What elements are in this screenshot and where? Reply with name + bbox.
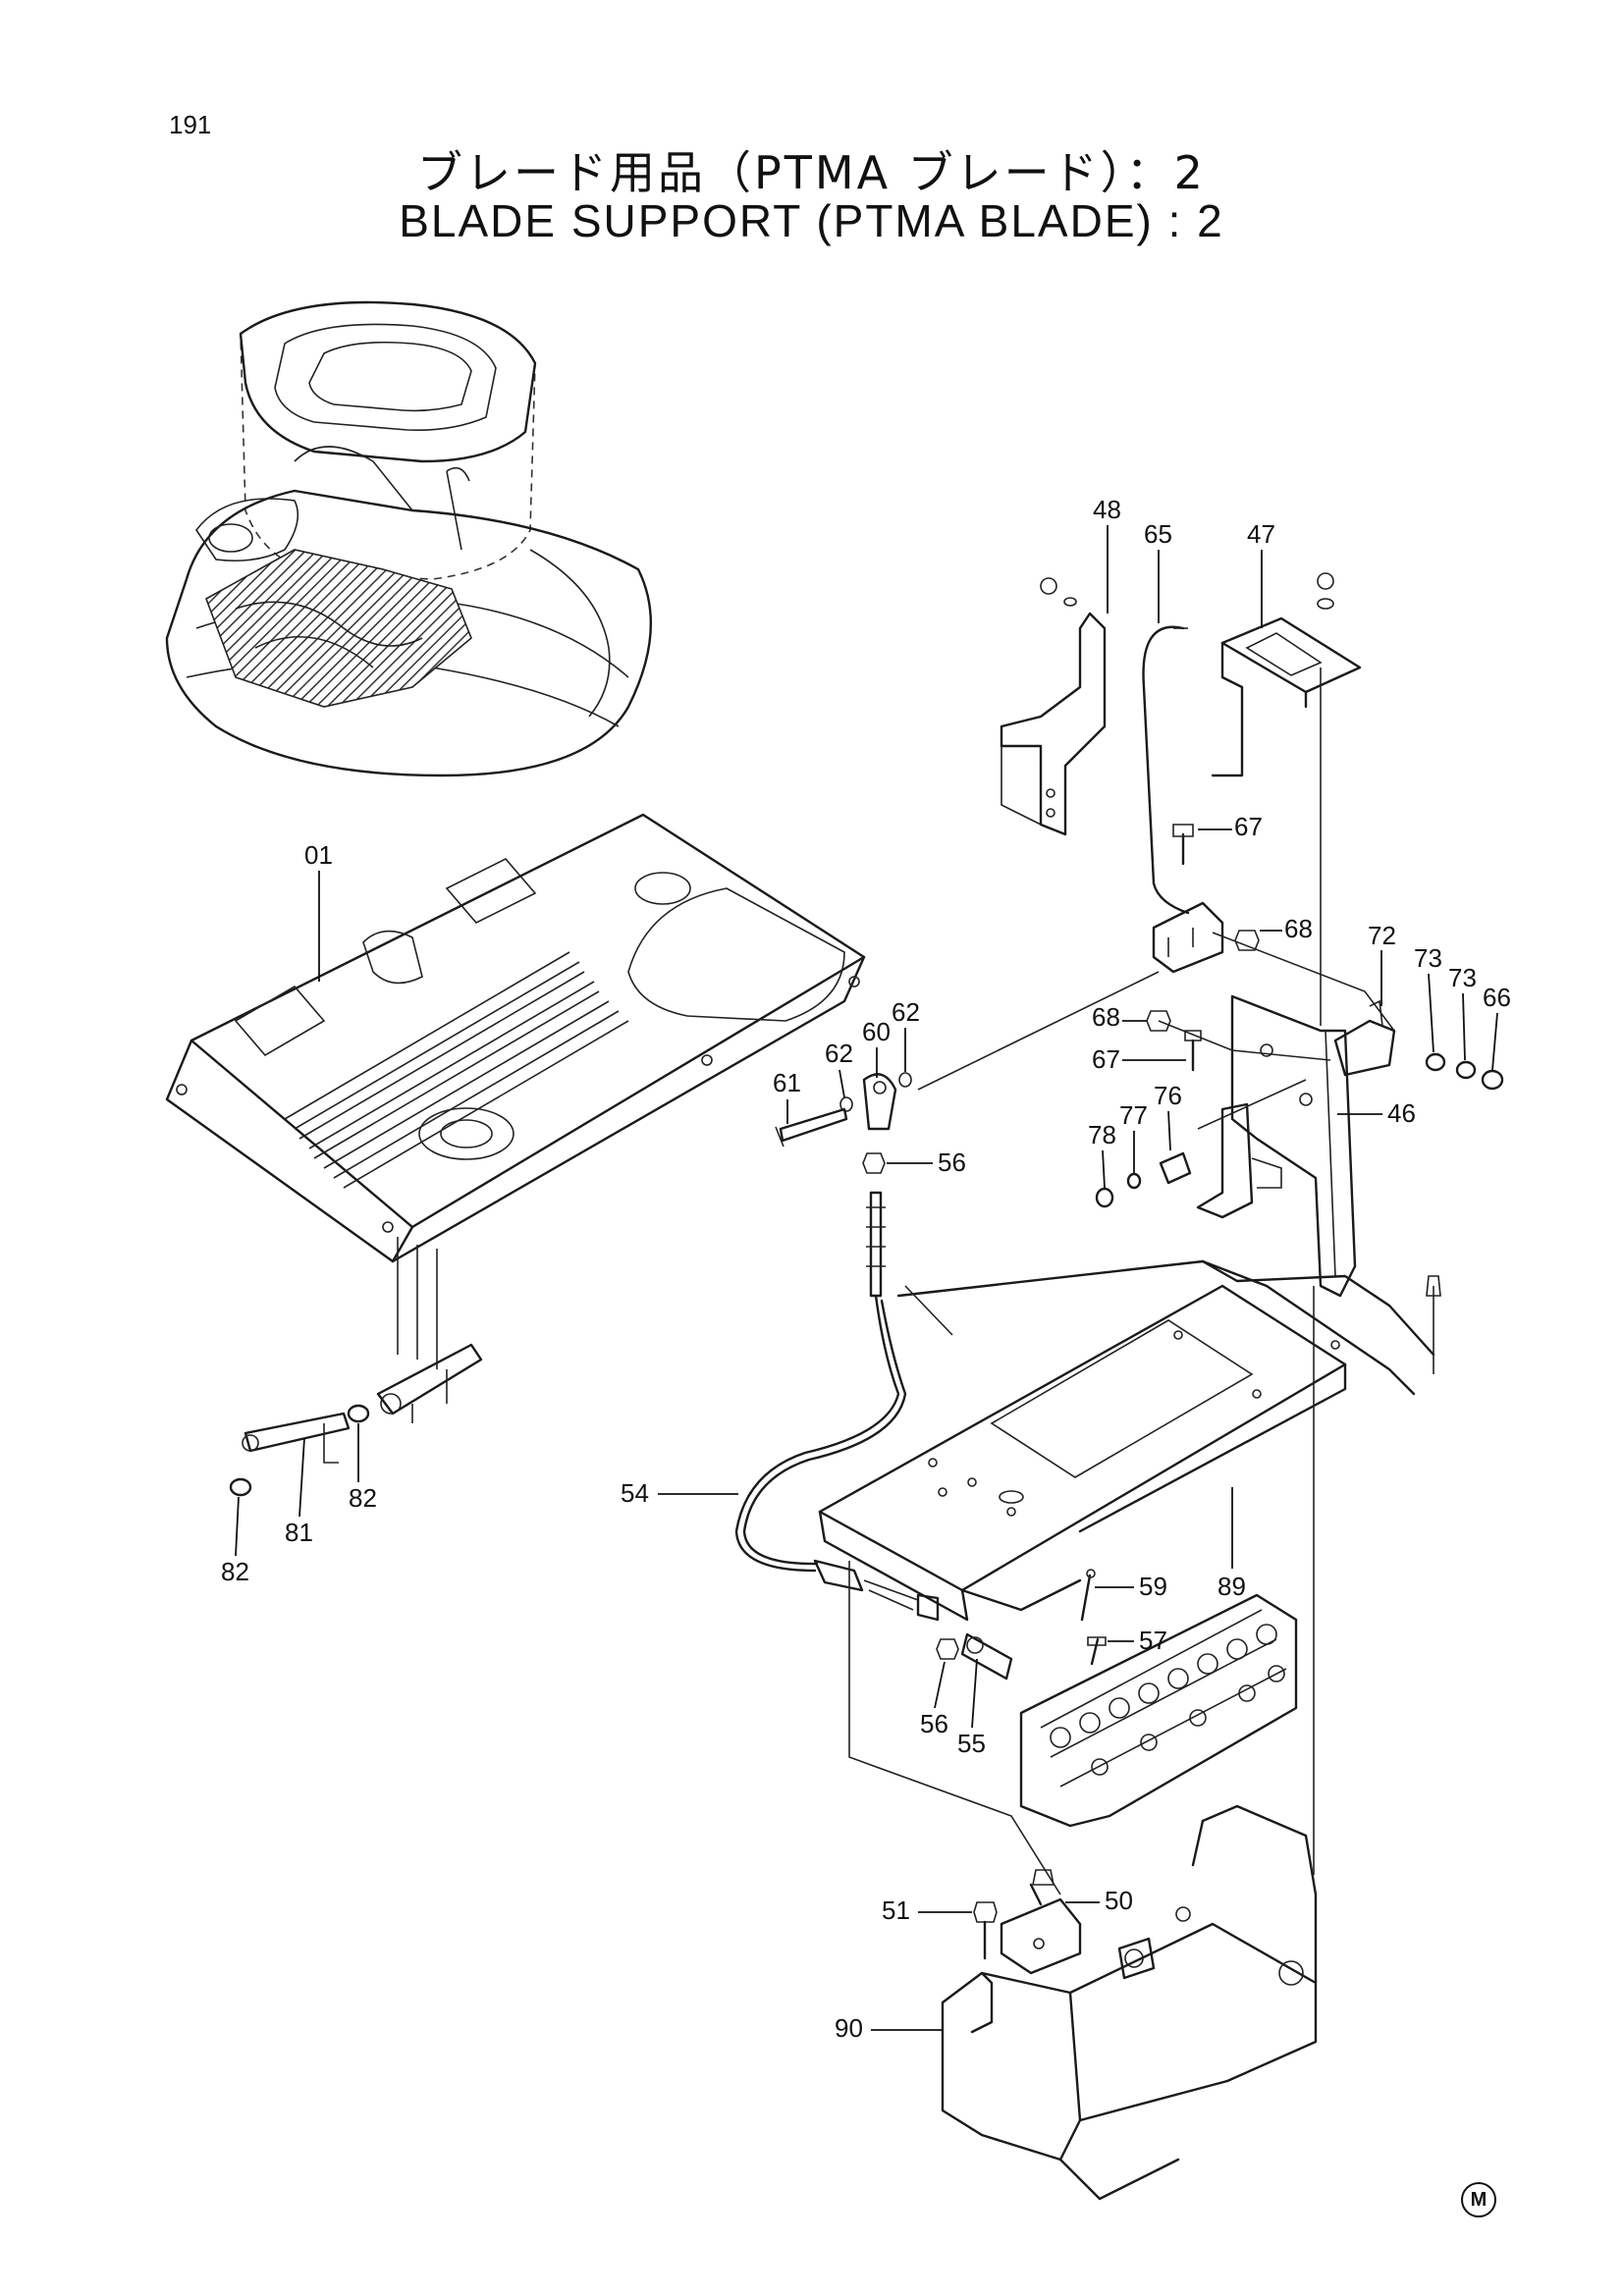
callout-65: 65 [1144,519,1172,549]
part-65-rod [1142,625,1190,915]
page-number: 191 [169,110,212,139]
part-76-77-78-small-parts [1095,1151,1192,1208]
part-59-55-57-56 [936,1569,1107,1681]
part-90-frame [941,1804,1318,2201]
part-01-cover-plate [165,813,866,1263]
callout-47: 47 [1247,519,1275,549]
callout-73-b: 73 [1448,963,1477,992]
callout-55: 55 [957,1729,986,1758]
callout-82-lower: 82 [221,1557,249,1586]
callout-61: 61 [773,1068,801,1097]
part-47-bracket [1211,572,1362,777]
control-valve-block [1019,1593,1298,1828]
callout-81: 81 [285,1518,313,1547]
callout-56-upper: 56 [938,1148,966,1177]
callout-54: 54 [621,1478,649,1508]
callout-72: 72 [1368,921,1396,950]
catalog-marker-m: M [1461,2182,1496,2217]
callout-50: 50 [1105,1886,1133,1915]
part-73-66-washers [1425,1052,1504,1091]
callout-01: 01 [304,840,333,870]
part-46-bracket [1196,994,1357,1298]
callout-66: 66 [1483,983,1511,1012]
callout-73-a: 73 [1414,943,1442,973]
callout-48: 48 [1093,495,1121,524]
page-title-english: BLADE SUPPORT (PTMA BLADE) : 2 [399,195,1224,246]
part-67-68-fasteners [1146,824,1260,1072]
part-81-82-link [229,1237,483,1497]
cab-seat-assembly [165,300,652,777]
explode-lines [848,667,1395,1896]
callout-89: 89 [1217,1572,1246,1601]
callout-82-upper: 82 [349,1483,377,1513]
callout-68-lower: 68 [1092,1002,1120,1032]
part-54-cable [734,1191,940,1622]
callout-78: 78 [1088,1120,1116,1149]
callout-67-upper: 67 [1234,812,1263,841]
support-plate [896,1259,1441,1396]
part-89-plate [818,1284,1347,1622]
callout-62-right: 62 [892,997,920,1027]
part-60-rod-end [775,1072,912,1174]
callout-57: 57 [1139,1626,1167,1655]
part-72-fitting [1333,999,1396,1077]
callout-90: 90 [835,2013,863,2043]
callout-77: 77 [1119,1100,1148,1130]
callout-76: 76 [1154,1081,1182,1110]
callout-68-upper: 68 [1284,914,1313,943]
page-title-japanese: ブレード用品（PTMA ブレード）：2 [417,146,1206,199]
callout-67-lower: 67 [1092,1044,1120,1074]
part-48-bracket [1000,577,1107,836]
callouts: 48 65 47 67 68 72 73 73 66 01 62 60 62 6… [221,495,1511,2043]
callout-46: 46 [1387,1098,1416,1128]
callout-62-left: 62 [825,1039,853,1068]
clamp-block [1152,901,1224,974]
callout-60: 60 [862,1017,891,1046]
callout-56-lower: 56 [920,1709,948,1738]
callout-51: 51 [882,1896,910,1925]
callout-59: 59 [1139,1572,1167,1601]
